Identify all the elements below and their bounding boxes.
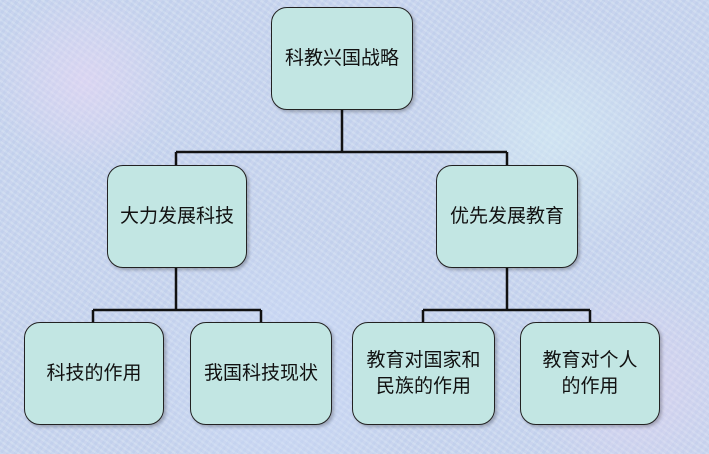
leaf-node-science-role: 科技的作用 [24,322,164,425]
branch-node-education: 优先发展教育 [436,165,578,268]
root-node-label: 科教兴国战略 [284,46,399,69]
leaf-node-science-status-label: 我国科技现状 [203,361,318,384]
branch-node-science-label: 大力发展科技 [119,204,234,227]
leaf-node-education-individual-label: 教育对个人 的作用 [542,349,638,397]
leaf-node-education-individual: 教育对个人 的作用 [520,322,660,425]
branch-node-science: 大力发展科技 [107,165,247,268]
leaf-node-science-status: 我国科技现状 [190,322,332,425]
root-node: 科教兴国战略 [271,7,413,110]
leaf-node-education-nation: 教育对国家和 民族的作用 [352,322,495,425]
leaf-node-science-role-label: 科技的作用 [46,361,142,384]
leaf-node-education-nation-label: 教育对国家和 民族的作用 [366,349,481,397]
branch-node-education-label: 优先发展教育 [449,204,564,227]
